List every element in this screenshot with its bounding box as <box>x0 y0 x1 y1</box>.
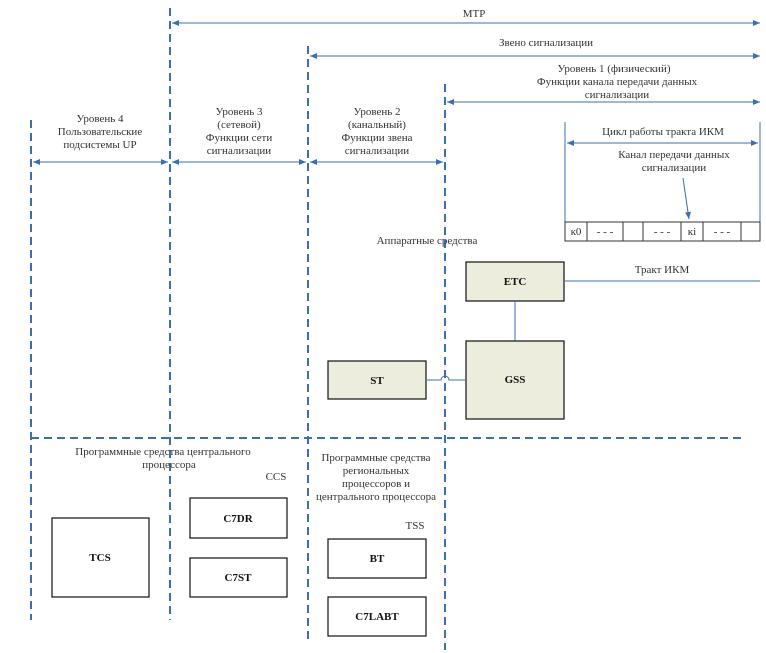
level4-label-line3: подсистемы UP <box>63 139 136 151</box>
pcm-channel-label-line2: сигнализации <box>642 162 707 174</box>
c7dr-label: C7DR <box>223 513 253 525</box>
pcm-cell-label: - - - <box>597 226 614 238</box>
level3-label-line3: Функции сети <box>206 132 273 144</box>
pcm-cycle-label: Цикл работы тракта ИКМ <box>602 126 724 138</box>
pcm-cell-label: - - - <box>654 226 671 238</box>
regional-software-label-line1: Программные средства <box>321 452 430 464</box>
hardware-label: Аппаратные средства <box>377 235 478 247</box>
c7st-label: C7ST <box>225 572 253 584</box>
regional-software-label-line3: процессоров и <box>342 478 410 490</box>
ccs-label: CCS <box>266 471 287 483</box>
level3-label-line2: (сетевой) <box>217 119 261 131</box>
pcm-cell-label: кi <box>688 226 696 238</box>
level1-label-line1: Уровень 1 (физический) <box>558 63 671 75</box>
pcm-cell-label: к0 <box>571 226 582 238</box>
level4-label-line2: Пользовательские <box>58 126 143 138</box>
tcs-label: TCS <box>89 552 110 564</box>
pcm-cell-label: - - - <box>714 226 731 238</box>
level1-label-line2: Функции канала передачи данных <box>537 76 698 88</box>
level2-label-line4: сигнализации <box>345 145 410 157</box>
c7dr-box <box>189 497 288 539</box>
bt-label: BT <box>370 553 385 565</box>
tcs-box <box>51 517 150 598</box>
level4-label-line1: Уровень 4 <box>77 113 124 125</box>
mtp-label: МТР <box>463 8 486 20</box>
pcm-cell <box>740 221 761 242</box>
bt-box <box>327 538 427 579</box>
regional-software-label-line4: центрального процессора <box>316 491 436 503</box>
etc-label: ETC <box>504 276 527 288</box>
pcm-channel-pointer <box>682 177 691 220</box>
etc-box <box>465 261 565 302</box>
pcm-cell <box>622 221 644 242</box>
gss-label: GSS <box>505 374 526 386</box>
c7labt-box <box>327 596 427 637</box>
gss-box <box>465 340 565 420</box>
tss-label: TSS <box>406 520 425 532</box>
level2-label-line3: Функции звена <box>342 132 413 144</box>
signaling-link-label: Звено сигнализации <box>499 37 593 49</box>
pcm-frame: к0 - - - - - - кi - - - <box>564 221 761 242</box>
central-software-label-line1: Программные средства центрального <box>75 446 251 458</box>
level2-label-line2: (канальный) <box>348 119 406 131</box>
regional-software-label-line2: региональных <box>343 465 410 477</box>
st-label: ST <box>370 375 384 387</box>
level1-label-line3: сигнализации <box>585 89 650 101</box>
pcm-channel-label-line1: Канал передачи данных <box>618 149 730 161</box>
level3-label-line1: Уровень 3 <box>216 106 263 118</box>
level3-label-line4: сигнализации <box>207 145 272 157</box>
st-box <box>327 360 427 400</box>
c7labt-label: C7LABT <box>355 611 399 623</box>
pcm-trunk-label: Тракт ИКМ <box>635 264 690 276</box>
central-software-label-line2: процессора <box>142 459 196 471</box>
st-gss-connector <box>426 375 466 381</box>
c7st-box <box>189 557 288 598</box>
level2-label-line1: Уровень 2 <box>354 106 401 118</box>
